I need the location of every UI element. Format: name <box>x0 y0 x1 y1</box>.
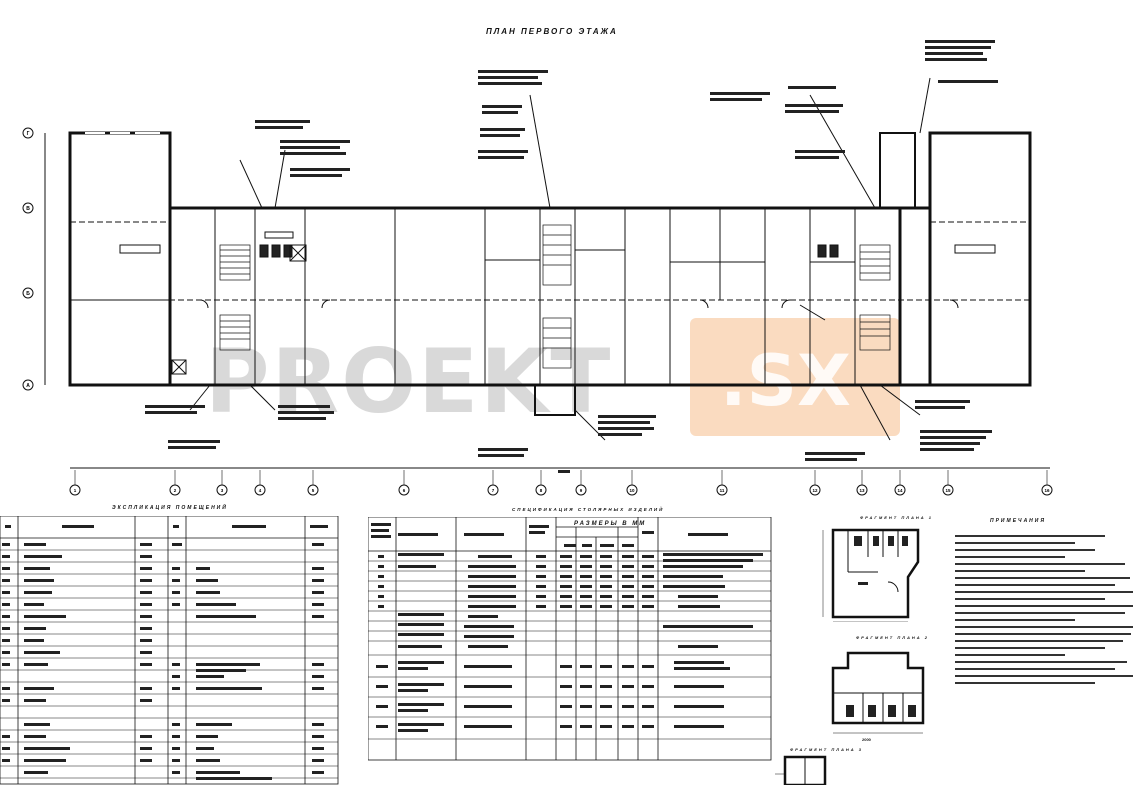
floor-plan-drawing: Г В Б А 1 2 3 4 5 6 7 8 9 10 11 12 13 14… <box>22 40 1053 496</box>
grid-col-label: 4 <box>259 488 262 493</box>
rooms-table <box>0 516 339 785</box>
doors-sizes-header: РАЗМЕРЫ В ММ <box>574 521 647 527</box>
fragment-plan-3 <box>775 755 827 785</box>
grid-col-label: 15 <box>945 488 951 493</box>
grid-col-label: 6 <box>403 488 406 493</box>
doors-spec-table <box>368 517 772 761</box>
fragment3-title: ФРАГМЕНТ ПЛАНА 3 <box>790 747 863 752</box>
fragment2-title: ФРАГМЕНТ ПЛАНА 2 <box>856 635 929 640</box>
grid-col-label: 2 <box>174 488 177 493</box>
grid-row-label: Г <box>27 131 30 137</box>
grid-col-label: 11 <box>720 488 725 493</box>
grid-col-label: 12 <box>812 488 818 493</box>
grid-col-label: 9 <box>580 488 583 493</box>
grid-col-label: 13 <box>859 488 865 493</box>
dimension-label: 2000 <box>862 737 871 742</box>
notes-title: ПРИМЕЧАНИЯ <box>990 518 1047 524</box>
notes-block <box>955 530 1140 689</box>
grid-row-label: Б <box>26 291 30 297</box>
rooms-table-title: ЭКСПЛИКАЦИЯ ПОМЕЩЕНИЙ <box>112 505 228 511</box>
grid-col-label: 5 <box>312 488 315 493</box>
doors-table-title: СПЕЦИФИКАЦИЯ СТОЛЯРНЫХ ИЗДЕЛИЙ <box>512 507 665 512</box>
grid-row-label: В <box>26 206 30 212</box>
grid-col-label: 8 <box>540 488 543 493</box>
watermark-accent-box <box>690 318 900 436</box>
watermark-suffix: .SX <box>720 340 851 422</box>
grid-col-label: 7 <box>492 488 495 493</box>
grid-col-label: 1 <box>74 488 77 493</box>
grid-row-label: А <box>26 383 30 389</box>
grid-col-label: 16 <box>1044 488 1050 493</box>
grid-col-label: 14 <box>897 488 903 493</box>
plan-title: ПЛАН ПЕРВОГО ЭТАЖА <box>486 27 618 36</box>
fragment-plan-1 <box>822 528 920 622</box>
grid-col-label: 3 <box>221 488 224 493</box>
fragment1-title: ФРАГМЕНТ ПЛАНА 1 <box>860 515 933 520</box>
fragment-plan-2 <box>831 651 925 734</box>
grid-col-label: 10 <box>629 488 635 493</box>
